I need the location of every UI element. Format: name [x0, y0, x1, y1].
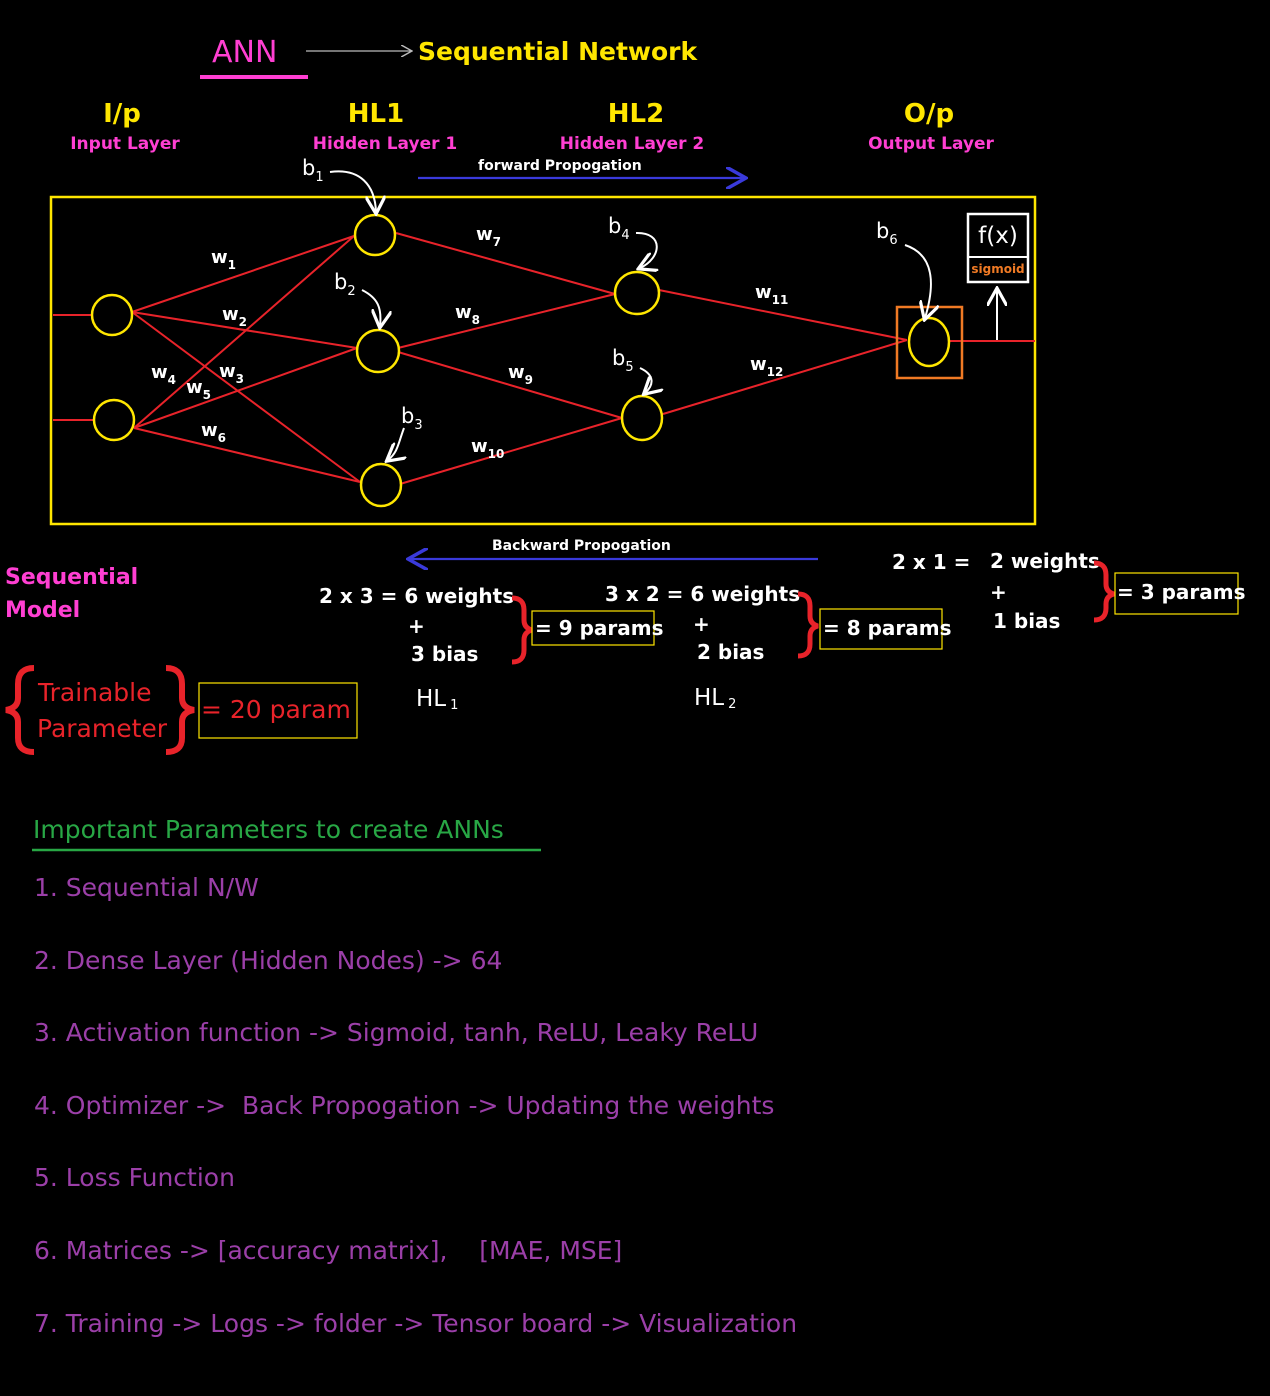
bias-arrow-5: [639, 367, 652, 393]
backward-label: Backward Propogation: [492, 538, 671, 554]
list-item: 6. Matrices -> [accuracy matrix], [MAE, …: [34, 1235, 623, 1265]
out-params-box: [1114, 572, 1239, 615]
hl2-formula: 3 x 2 = 6 weights: [605, 582, 800, 606]
bias-arrow-2: [361, 289, 380, 326]
weight-label-12: w12: [750, 354, 783, 379]
out-formula-a: 2 x 1 =: [892, 550, 970, 574]
network-frame: [49, 195, 1037, 526]
trainable-brace-left: [5, 665, 35, 755]
bias-arrow-4: [636, 231, 657, 268]
list-item: 1. Sequential N/W: [34, 873, 259, 902]
bias-label-6: b6: [876, 219, 898, 248]
layer-hl1-short: HL1: [348, 99, 404, 129]
out-bias: 1 bias: [993, 609, 1060, 633]
bias-arrow-1: [329, 170, 376, 212]
ann-diagram: ANN Sequential Network I/p Input Layer H…: [5, 35, 1246, 852]
layer-out-long: Output Layer: [868, 134, 994, 154]
ann-title: ANN: [212, 35, 277, 70]
neuron-hl1-3: [359, 462, 403, 508]
weight-label-5: w5: [186, 377, 211, 402]
hl2-plus: +: [693, 612, 710, 636]
important-parameters-list: 1. Sequential N/W 2. Dense Layer (Hidden…: [34, 868, 797, 1376]
weight-label-3: w3: [219, 361, 244, 386]
activation-fx: f(x): [978, 223, 1018, 249]
sequential-model-line2: Model: [5, 598, 80, 623]
neuron-output: [907, 316, 951, 368]
layer-input-short: I/p: [103, 99, 141, 129]
neuron-hl2-2: [620, 394, 664, 442]
list-item: 3. Activation function -> Sigmoid, tanh,…: [34, 1018, 759, 1048]
weight-label-7: w7: [476, 224, 501, 249]
hl1-params: = 9 params: [535, 616, 664, 640]
hl1-bias: 3 bias: [411, 642, 478, 666]
bias-arrow-3: [388, 427, 404, 460]
layer-out-short: O/p: [904, 99, 954, 129]
out-formula-b: 2 weights: [990, 549, 1100, 573]
layer-input-long: Input Layer: [70, 134, 180, 154]
neuron-input-2: [92, 398, 136, 442]
weight-label-10: w10: [471, 436, 504, 461]
list-item: 7. Training -> Logs -> folder -> Tensor …: [34, 1308, 798, 1338]
layer-hl1-long: Hidden Layer 1: [313, 134, 457, 154]
hl2-bias: 2 bias: [697, 640, 764, 664]
bias-label-5: b5: [612, 346, 634, 375]
list-item: 2. Dense Layer (Hidden Nodes) -> 64: [34, 945, 503, 975]
trainable-line2: Parameter: [37, 714, 168, 743]
layer-hl2-long: Hidden Layer 2: [560, 134, 704, 154]
hl2-brace: [797, 591, 819, 659]
hl1-brace: [511, 595, 533, 665]
bias-label-2: b2: [334, 270, 356, 299]
list-item: 4. Optimizer -> Back Propogation -> Upda…: [34, 1090, 775, 1120]
trainable-brace-right: [165, 665, 195, 755]
weight-label-9: w9: [508, 362, 533, 387]
list-item: 5. Loss Function: [34, 1163, 235, 1193]
activation-box: [966, 212, 1030, 284]
out-brace: [1093, 560, 1115, 623]
sequential-model-line1: Sequential: [5, 565, 138, 590]
neuron-hl2-1: [613, 270, 661, 316]
weight-label-2: w2: [222, 304, 247, 329]
network-type: Sequential Network: [418, 37, 699, 66]
hl2-params-box: [819, 608, 943, 650]
weight-label-6: w6: [201, 420, 226, 445]
layer-hl2-short: HL2: [608, 99, 664, 129]
bias-label-3: b3: [401, 404, 423, 433]
bias-arrow-6: [904, 244, 931, 318]
weight-label-1: w1: [211, 247, 236, 272]
neuron-hl1-1: [353, 213, 397, 257]
bias-label-1: b1: [302, 156, 324, 185]
hl1-params-box: [531, 610, 655, 646]
neuron-input-1: [90, 293, 134, 337]
activation-name: sigmoid: [971, 262, 1024, 276]
out-params: = 3 params: [1117, 580, 1246, 604]
trainable-total: = 20 param: [201, 695, 351, 724]
forward-label: forward Propogation: [478, 158, 642, 174]
hl2-params: = 8 params: [823, 616, 952, 640]
out-plus: +: [990, 580, 1007, 604]
weight-label-4: w4: [151, 362, 176, 387]
hl1-plus: +: [408, 614, 425, 638]
weight-label-8: w8: [455, 302, 480, 327]
hl1-formula: 2 x 3 = 6 weights: [319, 584, 514, 608]
trainable-line1: Trainable: [37, 678, 152, 707]
neuron-hl1-2: [355, 328, 401, 374]
important-heading: Important Parameters to create ANNs: [33, 815, 504, 844]
weight-label-11: w11: [755, 282, 788, 307]
connections: [53, 232, 1035, 485]
trainable-total-box: [198, 682, 358, 739]
bias-label-4: b4: [608, 214, 630, 243]
